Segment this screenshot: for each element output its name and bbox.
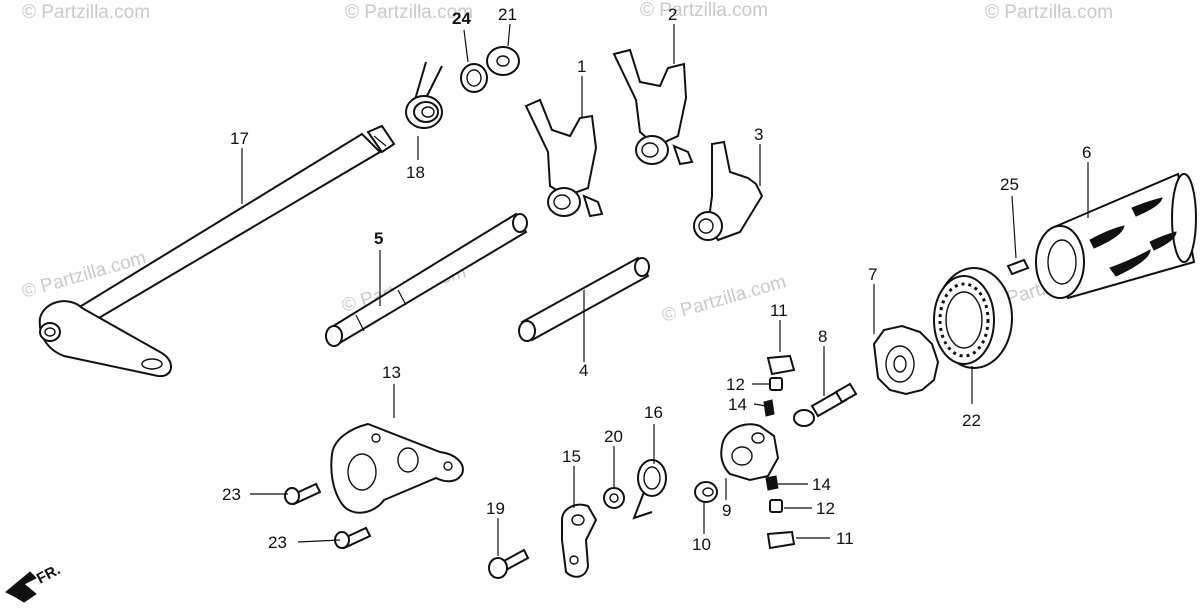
shift-fork-2[interactable] [612,48,694,166]
neutral-spring-lower[interactable] [769,499,783,513]
part-label-23-upper: 23 [222,485,241,504]
drum-stopper-arm[interactable] [720,423,780,482]
neutral-switch-cap-upper[interactable] [766,354,796,376]
direction-label: FR. [34,561,63,587]
part-label-14-lower: 14 [812,475,831,494]
arm-bolt[interactable] [488,548,530,579]
watermark-text: © Partzilla.com [22,2,150,23]
part-label-11-lower: 11 [836,529,854,548]
drum-bearing[interactable] [933,267,1013,369]
shift-arm-spring[interactable] [632,459,667,520]
part-label-19: 19 [486,499,505,518]
part-label-16: 16 [644,403,663,422]
shift-fork-1[interactable] [524,98,604,218]
spindle-return-spring[interactable] [405,61,443,129]
part-label-12-upper: 12 [726,375,745,394]
part-label-6: 6 [1082,143,1091,162]
part-label-7: 7 [868,265,877,284]
watermark-text: © Partzilla.com [345,2,473,23]
part-label-12-lower: 12 [816,499,835,518]
part-label-11-upper: 11 [770,301,788,320]
shift-fork-3[interactable] [693,140,764,242]
watermark-text: © Partzilla.com [640,0,768,21]
part-label-9: 9 [722,501,731,520]
shift-spindle[interactable] [38,124,396,378]
shift-fork-shaft-long[interactable] [325,212,528,347]
part-label-8: 8 [818,327,827,346]
gearshift-arm[interactable] [561,503,598,578]
neutral-pin-upper[interactable] [763,399,775,417]
part-label-5: 5 [374,229,383,248]
part-label-23-lower: 23 [268,533,287,552]
part-label-4: 4 [579,361,588,380]
washer[interactable] [486,46,520,76]
plate-bolt-upper[interactable] [284,482,322,506]
part-label-15: 15 [562,447,581,466]
drum-center-bolt[interactable] [793,382,858,427]
part-label-2: 2 [668,5,677,24]
neutral-pin-lower[interactable] [765,475,779,491]
part-label-17: 17 [230,129,249,148]
part-label-18: 18 [406,163,425,182]
stopper-collar[interactable] [694,481,718,503]
shift-drum-center[interactable] [872,324,940,396]
part-label-21: 21 [498,5,517,24]
neutral-switch-cap-lower[interactable] [766,530,796,550]
part-label-14-upper: 14 [728,395,747,414]
watermark-text: © Partzilla.com [985,2,1113,23]
part-labels: 1 2 3 4 5 6 7 8 9 10 11 11 12 12 13 14 1… [222,5,1091,554]
part-label-10: 10 [692,535,711,554]
snap-ring[interactable] [460,63,488,93]
part-label-24: 24 [452,9,471,28]
front-direction-arrow: FR. [5,561,63,603]
part-label-25: 25 [1000,175,1019,194]
part-label-3: 3 [754,125,763,144]
part-label-22: 22 [962,411,981,430]
guide-plate[interactable] [330,422,464,514]
shift-fork-shaft-short[interactable] [518,256,650,342]
part-label-1: 1 [577,57,586,76]
shift-drum[interactable] [1035,172,1197,300]
dowel-pin[interactable] [1006,258,1030,276]
arm-collar[interactable] [603,487,625,509]
part-label-13: 13 [382,363,401,382]
part-label-20: 20 [604,427,623,446]
plate-bolt-lower[interactable] [334,526,372,550]
neutral-spring-upper[interactable] [769,377,783,391]
leader-lines [241,23,1089,556]
